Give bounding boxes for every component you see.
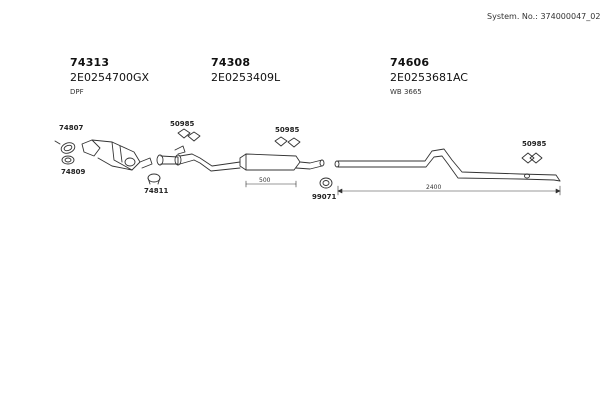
assembly-3-part-number: 74606	[390, 56, 430, 69]
callout-74811: 74811	[144, 187, 169, 195]
rear-pipe-74606-drawing	[334, 148, 561, 182]
callout-50985-rear: 50985	[522, 140, 547, 148]
dimension-2400: 2400	[426, 184, 442, 191]
assembly-2-part-number: 74308	[211, 56, 251, 69]
ring-99071-drawing	[319, 177, 333, 189]
assembly-1-oem-number: 2E0254700GX	[70, 71, 149, 84]
assembly-3-oem-number: 2E0253681AC	[390, 71, 468, 84]
assembly-1-part-number: 74313	[70, 56, 110, 69]
clamps-50985-mid-drawing	[177, 128, 301, 148]
dpf-74313-drawing	[81, 139, 153, 171]
clamp-50985-rear-drawing	[521, 152, 543, 164]
callout-74807: 74807	[59, 124, 84, 132]
system-number: System. No.: 374000047_02	[487, 12, 600, 21]
dimension-lines	[245, 180, 561, 196]
middle-silencer-74308-drawing	[191, 153, 325, 172]
clamp-74811-drawing	[147, 173, 161, 185]
callout-50985-mid: 50985	[275, 126, 300, 134]
assembly-1-note: DPF	[70, 88, 84, 96]
callout-74809: 74809	[61, 168, 86, 176]
gasket-74809-drawing	[61, 155, 75, 165]
front-pipe-drawing	[156, 145, 195, 166]
callout-99071: 99071	[312, 193, 337, 201]
assembly-3-note: WB 3665	[390, 88, 422, 96]
assembly-2-oem-number: 2E0253409L	[211, 71, 281, 84]
callout-50985-front: 50985	[170, 120, 195, 128]
clamp-74807-drawing	[54, 140, 76, 154]
dimension-500: 500	[259, 177, 271, 184]
